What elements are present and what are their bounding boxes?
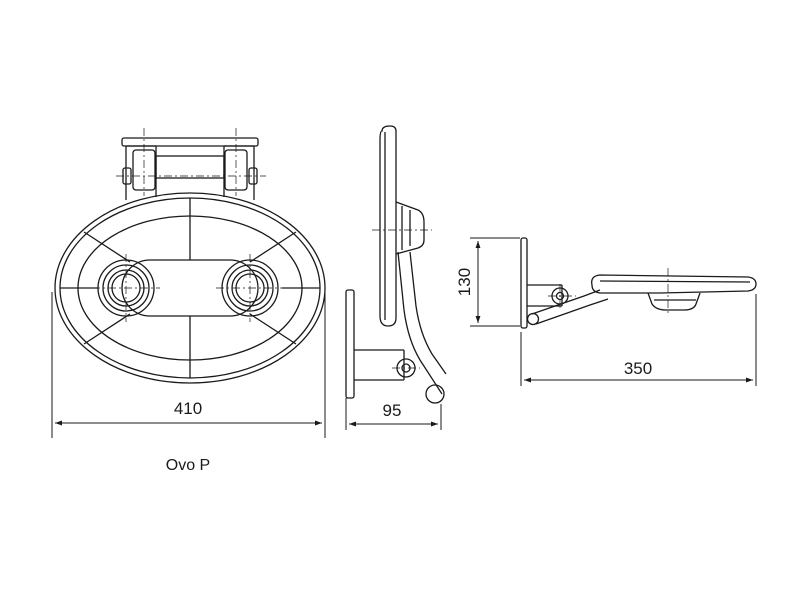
product-name-caption: Ovo P <box>166 457 210 474</box>
wall-plate <box>121 137 259 147</box>
seat-outer-edge <box>54 192 326 384</box>
dim-95-label: 95 <box>383 401 402 420</box>
side-bracket <box>354 349 405 381</box>
side-view-unfolded <box>470 237 757 386</box>
folded-support-arm <box>397 251 447 395</box>
cross-bar <box>155 155 225 179</box>
dim-130-label: 130 <box>455 268 474 296</box>
dim-410-line <box>51 292 326 438</box>
seat-ribs <box>60 198 320 378</box>
folded-seat-panel <box>379 125 397 327</box>
arm-end <box>425 384 445 404</box>
front-view <box>51 128 326 438</box>
side-view-folded <box>345 125 447 430</box>
dim-350-label: 350 <box>624 359 652 378</box>
unfolded-arm-end <box>526 312 540 326</box>
unfolded-seat <box>591 274 757 294</box>
unfolded-seat-hub <box>647 292 701 311</box>
unfolded-support-arm <box>531 289 609 325</box>
side-wall-plate <box>345 289 355 399</box>
unfolded-wall-plate <box>520 237 528 329</box>
folded-seat-hub <box>395 201 425 255</box>
dim-410-label: 410 <box>174 399 202 418</box>
